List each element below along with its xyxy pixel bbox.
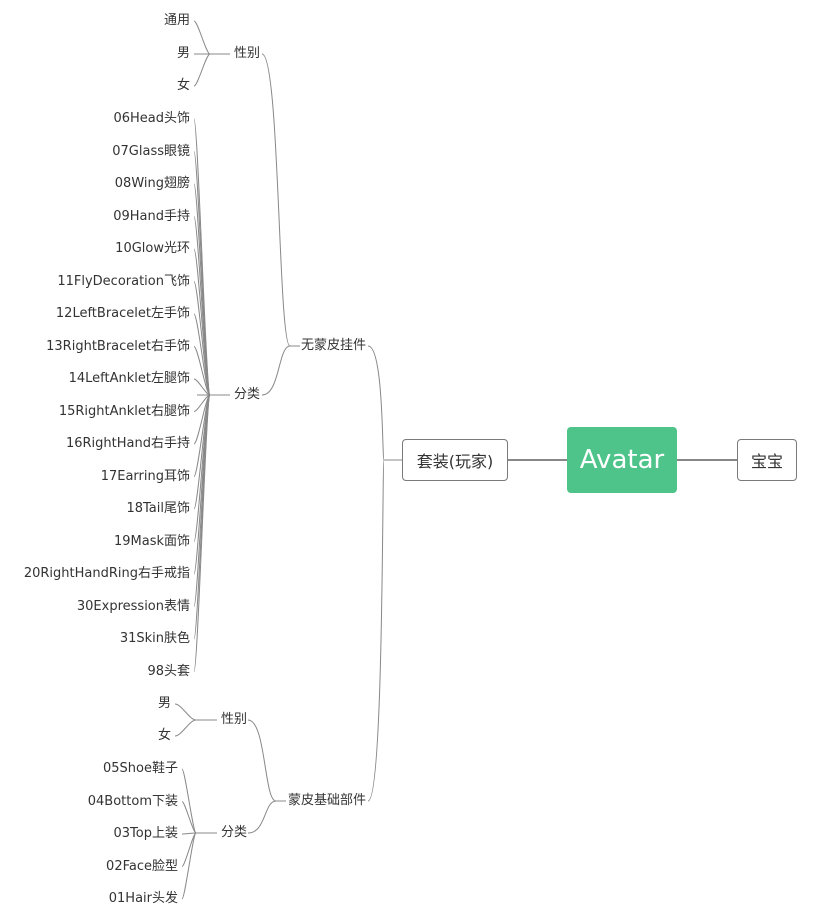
- leaf-noskin-category-0[interactable]: 06Head头饰: [113, 111, 190, 126]
- bracket-noskin-category-11: [193, 394, 211, 477]
- leaf-noskin-category-3[interactable]: 09Hand手持: [113, 208, 190, 224]
- leaf-skinbase-category-4[interactable]: 01Hair头发: [108, 891, 178, 906]
- leaf-skinbase-category-1[interactable]: 04Bottom下装: [87, 793, 178, 809]
- bracket-skinbase-category-4: [181, 832, 197, 900]
- group-label-no-skin[interactable]: 无蒙皮挂件: [300, 338, 366, 353]
- leaf-noskin-category-13[interactable]: 19Mask面饰: [113, 533, 190, 549]
- bracket-noskin-category-7: [193, 346, 211, 396]
- label-noskin-gender[interactable]: 性别: [234, 46, 261, 61]
- bracket-noskin-category-1: [193, 151, 211, 396]
- bracket-noskin-category-9: [193, 394, 211, 412]
- bracket-noskin-gender-0: [193, 20, 211, 55]
- leaf-skinbase-gender-0[interactable]: 男: [157, 696, 171, 711]
- leaf-noskin-category-15[interactable]: 30Expression表情: [76, 598, 190, 614]
- leaf-skinbase-category-2[interactable]: 03Top上装: [113, 826, 178, 841]
- bracket-noskin-category-17: [193, 394, 211, 672]
- leaf-noskin-category-1[interactable]: 07Glass眼镜: [112, 143, 190, 159]
- leaf-noskin-category-11[interactable]: 17Earring耳饰: [100, 468, 190, 484]
- root-node-avatar[interactable]: Avatar: [567, 427, 677, 493]
- bracket-noskin-gender-2: [193, 53, 211, 87]
- node-suit-player[interactable]: 套装(玩家): [402, 439, 508, 481]
- connector-skinbase-gender: [247, 719, 277, 802]
- leaf-skinbase-category-3[interactable]: 02Face脸型: [106, 858, 178, 874]
- connector-suit-skinbase: [367, 459, 385, 802]
- connector-noskin-gender: [261, 53, 291, 347]
- bracket-skinbase-gender-1: [174, 719, 197, 737]
- connector-skinbase-category: [247, 800, 277, 834]
- leaf-skinbase-category-0[interactable]: 05Shoe鞋子: [103, 761, 178, 776]
- leaf-noskin-category-7[interactable]: 13RightBracelet右手饰: [46, 338, 190, 354]
- leaf-skinbase-gender-1[interactable]: 女: [157, 728, 171, 743]
- connector-suit-noskin: [367, 345, 385, 461]
- bracket-skinbase-category-1: [181, 801, 197, 834]
- leaf-noskin-category-5[interactable]: 11FlyDecoration飞饰: [57, 273, 190, 289]
- leaf-noskin-gender-1[interactable]: 男: [176, 46, 190, 61]
- leaf-noskin-category-6[interactable]: 12LeftBracelet左手饰: [55, 306, 190, 321]
- bracket-skinbase-gender-0: [174, 703, 197, 721]
- label-noskin-category[interactable]: 分类: [234, 387, 261, 402]
- leaf-noskin-category-9[interactable]: 15RightAnklet右腿饰: [58, 403, 190, 419]
- leaf-noskin-gender-2[interactable]: 女: [176, 78, 190, 93]
- leaf-noskin-gender-0[interactable]: 通用: [163, 13, 190, 28]
- label-skinbase-category[interactable]: 分类: [221, 825, 248, 840]
- leaf-noskin-category-17[interactable]: 98头套: [147, 663, 190, 679]
- bracket-noskin-category-8: [193, 378, 211, 396]
- bracket-skinbase-category-0: [181, 768, 197, 834]
- connector-noskin-category: [261, 345, 291, 396]
- leaf-noskin-category-8[interactable]: 14LeftAnklet左腿饰: [68, 371, 190, 386]
- leaf-noskin-category-10[interactable]: 16RightHand右手持: [65, 436, 190, 451]
- group-label-skin-base[interactable]: 蒙皮基础部件: [287, 793, 366, 808]
- bracket-skinbase-category-2: [181, 832, 197, 835]
- leaf-noskin-category-2[interactable]: 08Wing翅膀: [114, 176, 190, 191]
- leaf-noskin-category-14[interactable]: 20RightHandRing右手戒指: [23, 566, 190, 581]
- node-baobao[interactable]: 宝宝: [737, 439, 797, 481]
- leaf-noskin-category-16[interactable]: 31Skin肤色: [119, 631, 190, 646]
- leaf-noskin-category-4[interactable]: 10Glow光环: [115, 241, 190, 256]
- label-skinbase-gender[interactable]: 性别: [221, 712, 248, 727]
- bracket-noskin-category-16: [193, 394, 211, 640]
- leaf-noskin-category-12[interactable]: 18Tail尾饰: [126, 501, 190, 516]
